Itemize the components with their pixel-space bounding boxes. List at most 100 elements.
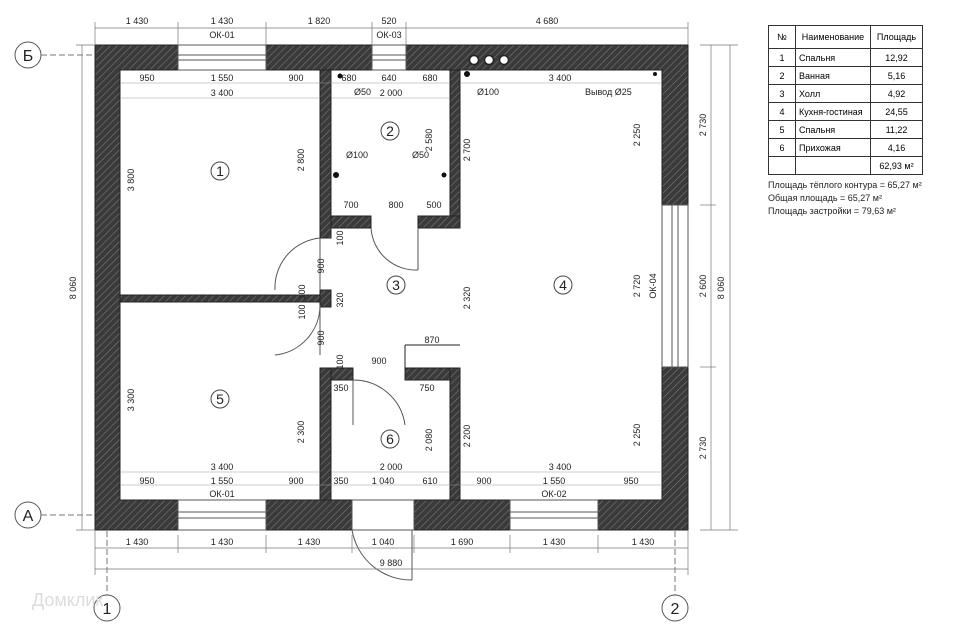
col-header: № (768, 25, 796, 49)
dim-text: 2 800 (296, 149, 306, 172)
dim-text: 350 (333, 383, 348, 393)
dim-text: 4 680 (536, 16, 559, 26)
dim-text: 1 430 (632, 537, 655, 547)
window-label: ОК-01 (209, 30, 234, 40)
dim-text: 2 000 (380, 88, 403, 98)
window-label: ОК-01 (209, 489, 234, 499)
note-total-area: Общая площадь = 65,27 м² (768, 193, 882, 203)
dim-text: 900 (476, 476, 491, 486)
note-building-area: Площадь застройки = 79,63 м² (768, 206, 896, 216)
col-header: Площадь (870, 25, 923, 49)
dim-text: 3 400 (549, 73, 572, 83)
dim-text: 2 580 (424, 129, 434, 152)
dim-text: 1 430 (211, 537, 234, 547)
room-number: 1 (216, 163, 224, 179)
area-notes: Площадь тёплого контура = 65,27 м² Общая… (768, 179, 923, 218)
svg-text:Б: Б (23, 48, 34, 65)
dim-text: 1 690 (451, 537, 474, 547)
dim-text: 100 (335, 230, 345, 245)
watermark: Домклик (32, 590, 104, 610)
pipe-label: Ø100 (477, 87, 499, 97)
axis-marker-2: 2 (661, 531, 689, 622)
dim-text: 1 430 (126, 537, 149, 547)
dim-text: 680 (422, 73, 437, 83)
dim-text: 610 (422, 476, 437, 486)
dim-text: 8 060 (68, 277, 78, 300)
window-label: ОК-02 (541, 489, 566, 499)
dim-text: 2 730 (698, 114, 708, 137)
dim-text: 3 400 (211, 88, 234, 98)
window-label: ОК-04 (648, 273, 658, 298)
svg-text:1: 1 (103, 601, 112, 618)
room-number: 5 (216, 391, 224, 407)
room-number: 2 (386, 123, 394, 139)
dim-text: 900 (316, 258, 326, 273)
dim-text: 350 (333, 476, 348, 486)
col-header: Наименование (795, 25, 871, 49)
room-number: 6 (386, 431, 394, 447)
room-numbers (210, 121, 573, 449)
dim-text: 900 (371, 356, 386, 366)
dim-text: 1 430 (211, 16, 234, 26)
dim-text: 520 (381, 16, 396, 26)
dim-text: 900 (288, 476, 303, 486)
dim-text: 640 (381, 73, 396, 83)
table-row: 3 Холл 4,92 (768, 84, 923, 103)
dim-text: 900 (288, 73, 303, 83)
table-total-row: 62,93 м² (768, 156, 923, 175)
dim-text: 680 (341, 73, 356, 83)
dim-text: 2 700 (462, 139, 472, 162)
dim-text: 2 000 (380, 462, 403, 472)
dim-text: 2 720 (632, 275, 642, 298)
openings (177, 44, 689, 531)
pipe-label: Ø50 (412, 150, 429, 160)
table-row: 6 Прихожая 4,16 (768, 138, 923, 157)
dim-text: 8 060 (716, 277, 726, 300)
door-swings (274, 227, 460, 581)
room-legend: № Наименование Площадь 1 Спальня 12,92 2… (768, 25, 923, 218)
svg-text:А: А (23, 508, 34, 525)
axis-marker-b: Б (14, 41, 95, 69)
dim-text: 1 430 (543, 537, 566, 547)
dim-text: 9 880 (380, 558, 403, 568)
dim-text: 950 (139, 73, 154, 83)
room-number: 4 (559, 277, 567, 293)
dim-text: 3 400 (549, 462, 572, 472)
dim-text: 1 430 (126, 16, 149, 26)
table-row: 2 Ванная 5,16 (768, 66, 923, 85)
dim-text: 1 550 (211, 73, 234, 83)
dim-text: 800 (388, 200, 403, 210)
dim-text: 950 (139, 476, 154, 486)
dim-text: 2 320 (462, 287, 472, 310)
dim-text: 700 (343, 200, 358, 210)
interior-walls (119, 69, 461, 501)
dim-lines-top (94, 22, 689, 45)
dim-text: 3 400 (211, 462, 234, 472)
table-row: 1 Спальня 12,92 (768, 48, 923, 67)
dim-text: 1 550 (211, 476, 234, 486)
table-row: 5 Спальня 11,22 (768, 120, 923, 139)
dim-text: 500 (426, 200, 441, 210)
dim-text: 3 300 (126, 389, 136, 412)
axis-marker-1: 1 (93, 531, 121, 622)
room-number: 3 (392, 277, 400, 293)
dim-text: 950 (623, 476, 638, 486)
dim-text: 2 300 (296, 421, 306, 444)
dim-text: 2 080 (424, 429, 434, 452)
dim-text: 100 (297, 304, 307, 319)
pipe-label: Ø100 (346, 150, 368, 160)
dim-text: 900 (316, 330, 326, 345)
dim-text: 2 250 (632, 124, 642, 147)
dim-text: 1 040 (372, 537, 395, 547)
pipes: Ø50 Ø100 Ø50 Ø100 Вывод Ø25 (333, 54, 657, 178)
dim-text: 1 430 (298, 537, 321, 547)
inner-dim-lines (120, 82, 662, 486)
dim-text: 2 730 (698, 437, 708, 460)
dim-text: 2 200 (462, 425, 472, 448)
note-warm-area: Площадь тёплого контура = 65,27 м² (768, 180, 922, 190)
table-row: 4 Кухня-гостиная 24,55 (768, 102, 923, 121)
dim-text: 1 820 (308, 16, 331, 26)
dim-text: 320 (335, 292, 345, 307)
dim-text: 1 040 (372, 476, 395, 486)
